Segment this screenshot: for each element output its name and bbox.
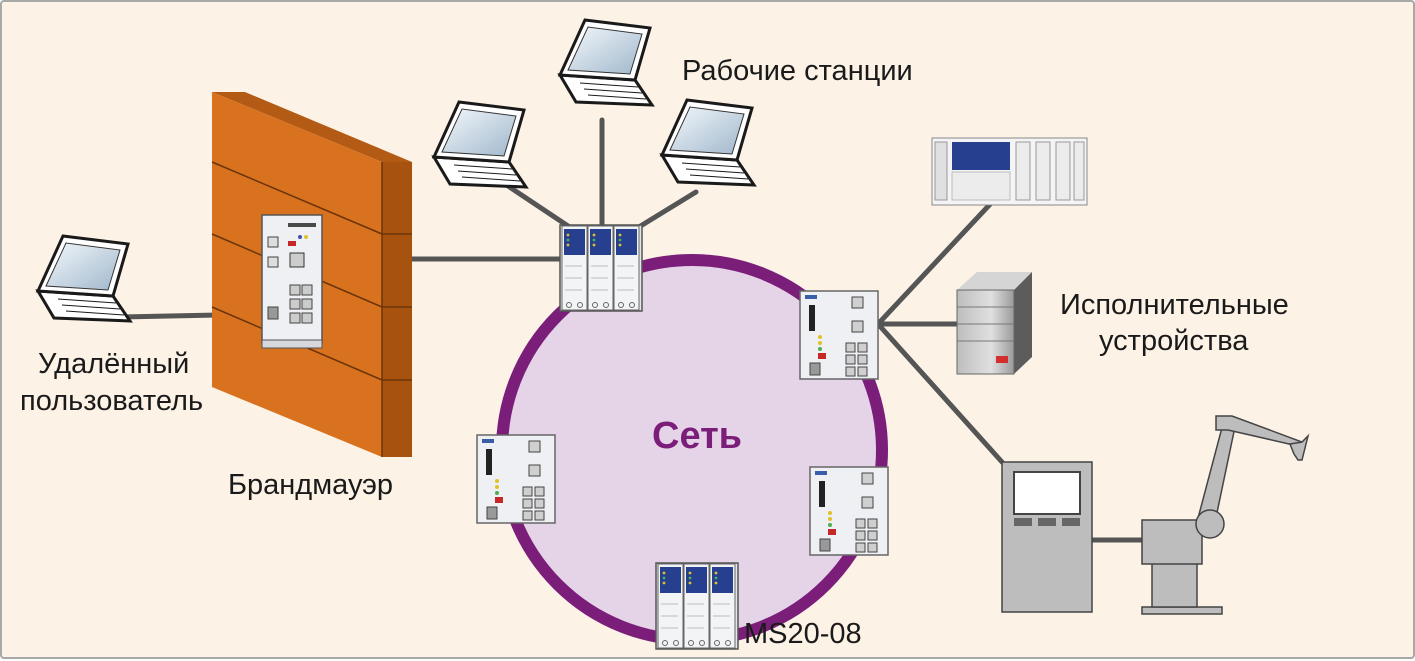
laptop-workstation-right [660, 98, 756, 187]
laptop-workstation-left [432, 100, 528, 189]
firewall-device [261, 214, 323, 349]
label-remote-user-line1: Удалённый [38, 348, 190, 380]
server-tower [956, 272, 1032, 375]
ring-switch-left [476, 434, 556, 524]
label-actuators-line1: Исполнительные [1060, 289, 1289, 321]
robot-arm [1141, 415, 1310, 615]
ms20-switch-bottom [655, 562, 739, 650]
label-actuators-line2: устройства [1099, 325, 1249, 357]
ring-switch-right [799, 290, 879, 380]
laptop-remote [36, 234, 132, 323]
label-switch-model: MS20-08 [744, 618, 862, 650]
hmi-panel [1001, 461, 1093, 613]
ring-switch-bottom-right [809, 466, 889, 556]
label-network: Сеть [652, 415, 743, 457]
label-workstations: Рабочие станции [682, 55, 913, 87]
label-firewall: Брандмауэр [228, 469, 394, 501]
ms20-switch-top [559, 224, 643, 312]
plc-rack [931, 137, 1088, 206]
label-remote-user-line2: пользователь [20, 385, 204, 417]
laptop-workstation-center [558, 18, 654, 107]
